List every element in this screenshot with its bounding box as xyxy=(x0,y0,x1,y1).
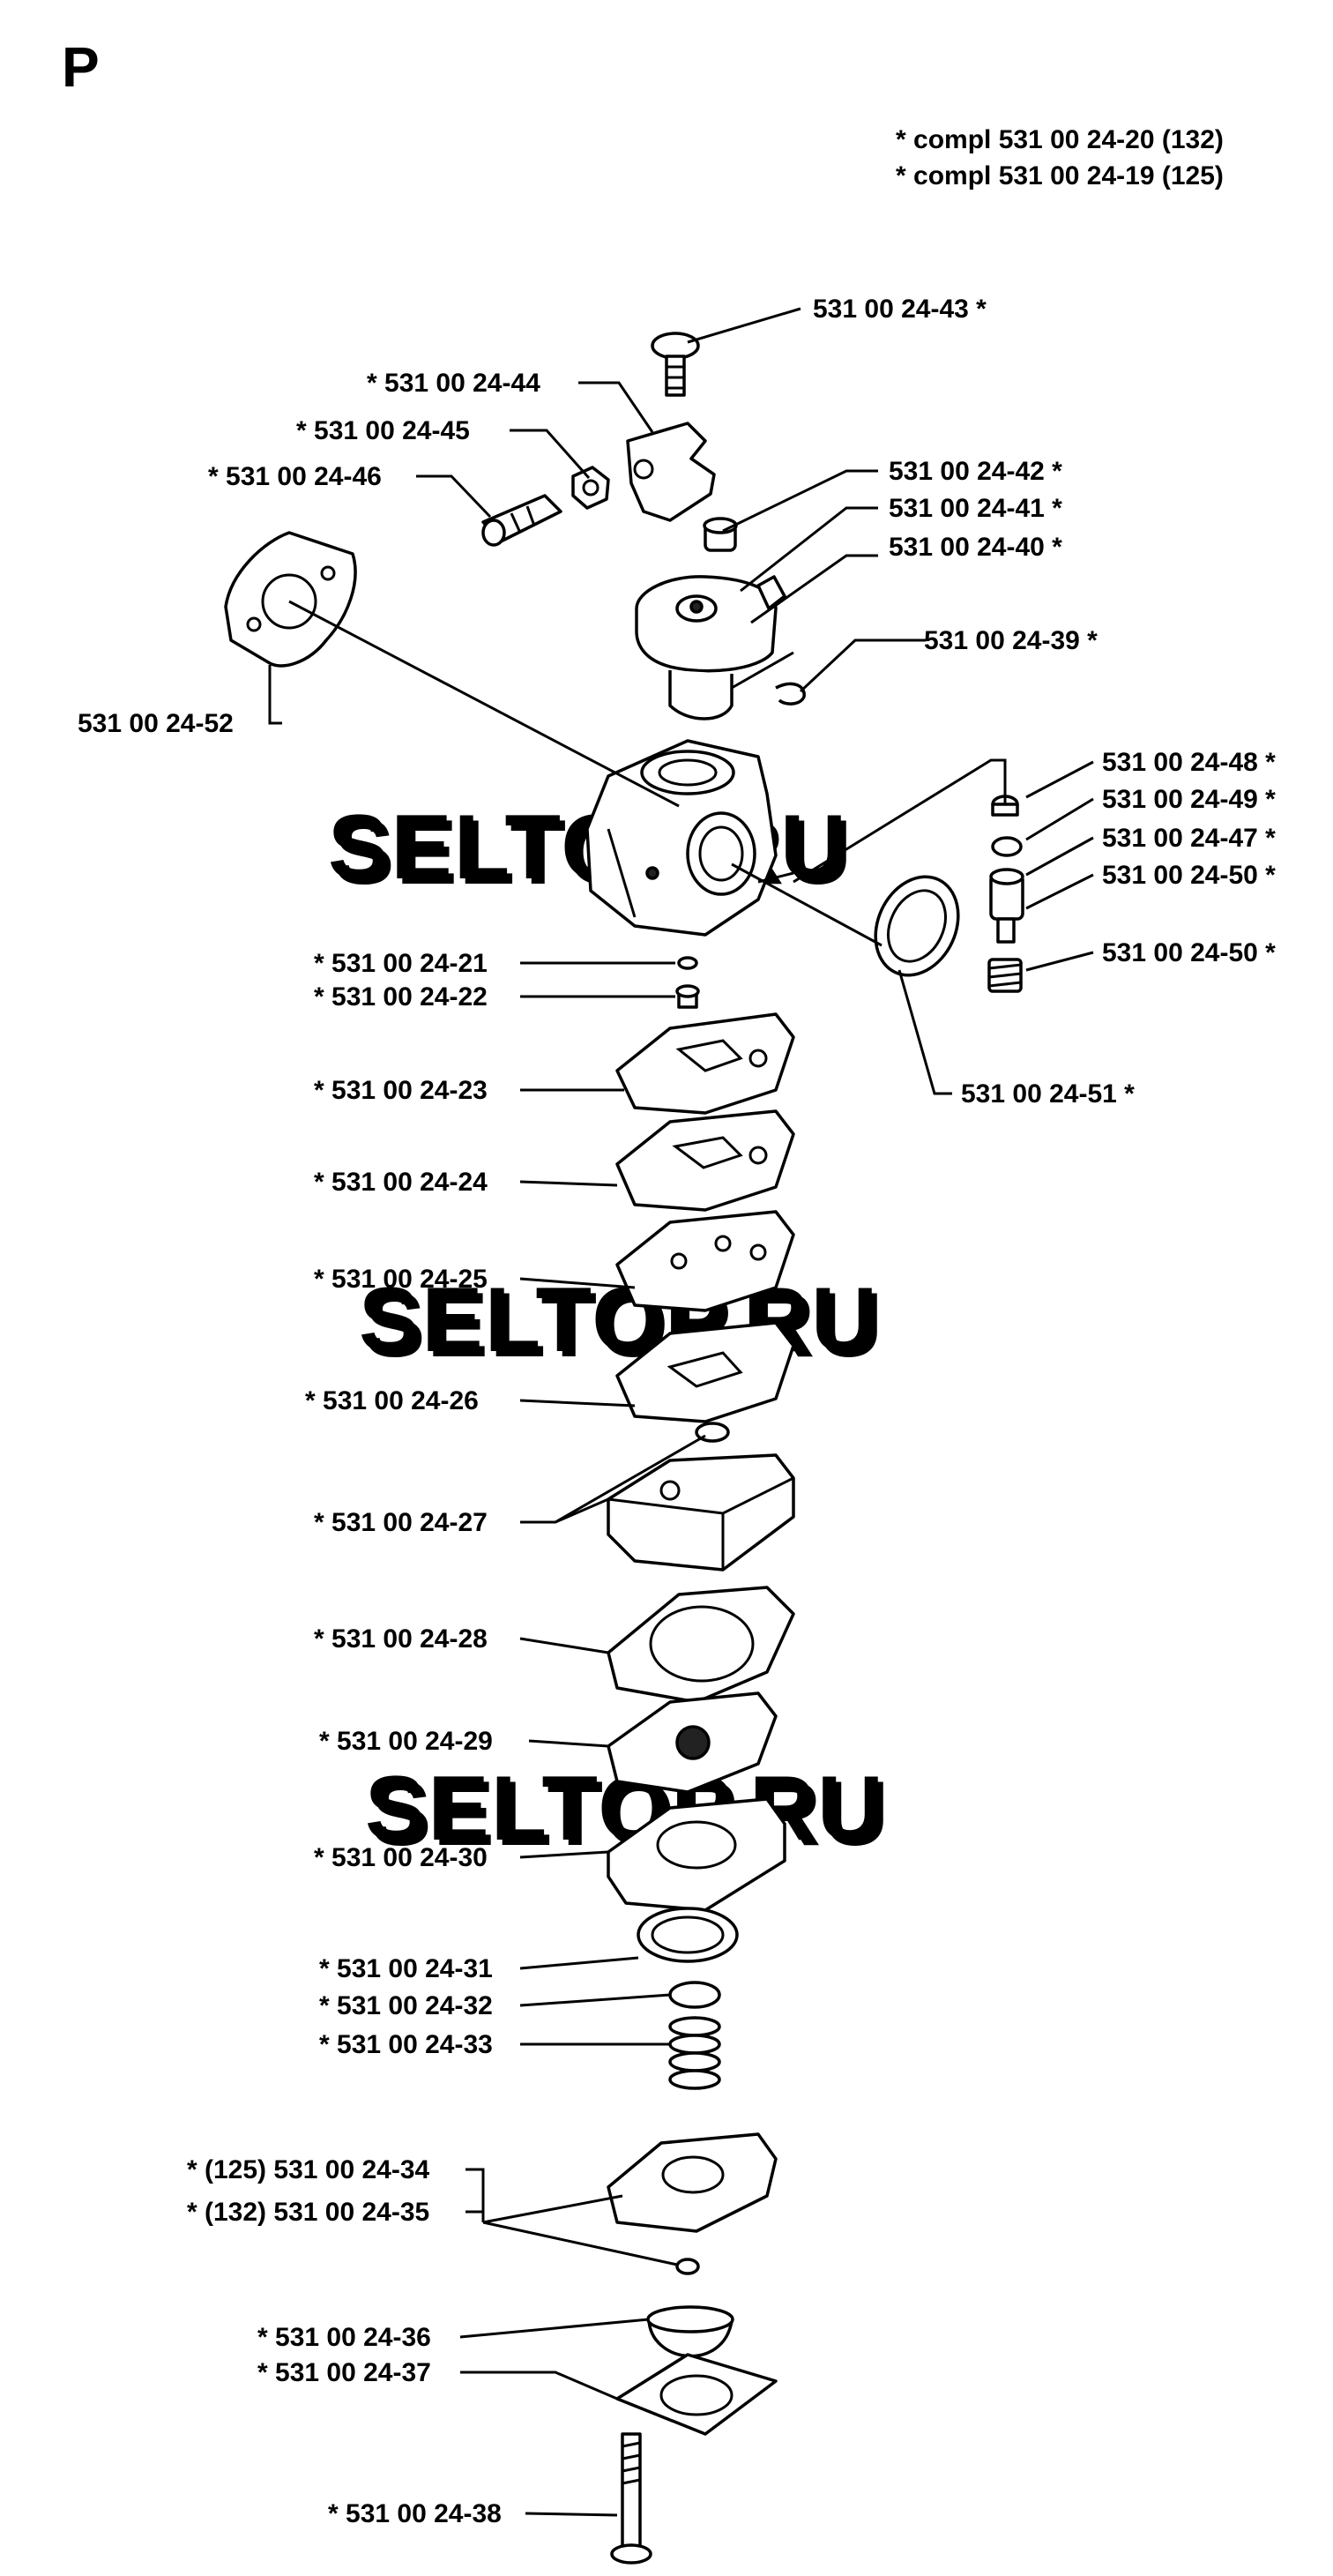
needle-47 xyxy=(989,868,1024,944)
nut-45 xyxy=(571,466,610,510)
pump-body-27 xyxy=(607,1422,795,1572)
label-531-00-24-24: * 531 00 24-24 xyxy=(314,1168,488,1197)
spring-33 xyxy=(668,2016,721,2090)
ring-32 xyxy=(668,1981,721,2009)
washer-21 xyxy=(677,956,698,970)
part-labels: 531 00 24-43 * * 531 00 24-44 * 531 00 2… xyxy=(78,295,1276,2528)
screw-38 xyxy=(610,2432,652,2565)
label-531-00-24-52: 531 00 24-52 xyxy=(78,709,234,738)
screw-43 xyxy=(651,332,700,397)
assembly-note-125: * compl 531 00 24-19 (125) xyxy=(896,161,1224,190)
label-531-00-24-25: * 531 00 24-25 xyxy=(314,1265,488,1294)
label-531-00-24-31: * 531 00 24-31 xyxy=(319,1954,493,1983)
gasket-28 xyxy=(607,1586,795,1704)
label-531-00-24-43: 531 00 24-43 * xyxy=(813,295,987,324)
primer-bulb-36 xyxy=(646,2305,734,2358)
label-531-00-24-36: * 531 00 24-36 xyxy=(257,2323,431,2352)
gasket-52 xyxy=(224,531,357,668)
section-letter: P xyxy=(62,35,100,99)
label-125-531-00-24-34: * (125) 531 00 24-34 xyxy=(187,2155,430,2184)
label-531-00-24-48: 531 00 24-48 * xyxy=(1102,748,1276,777)
diaphragm-31 xyxy=(637,1907,739,1963)
label-531-00-24-39: 531 00 24-39 * xyxy=(924,626,1098,655)
assembly-note-132: * compl 531 00 24-20 (132) xyxy=(896,125,1224,154)
flange-gasket-37 xyxy=(615,2353,778,2436)
label-531-00-24-38: * 531 00 24-38 xyxy=(328,2499,502,2528)
label-531-00-24-30: * 531 00 24-30 xyxy=(314,1843,488,1872)
label-531-00-24-27: * 531 00 24-27 xyxy=(314,1508,488,1537)
carburetor-body xyxy=(585,739,794,937)
label-531-00-24-40: 531 00 24-40 * xyxy=(889,533,1062,562)
spring-50 xyxy=(987,958,1023,993)
plug-22 xyxy=(675,984,700,1009)
label-531-00-24-32: * 531 00 24-32 xyxy=(319,1991,493,2020)
plate-25 xyxy=(615,1210,795,1312)
knob-42 xyxy=(703,517,738,552)
cover-30 xyxy=(607,1797,786,1912)
label-531-00-24-28: * 531 00 24-28 xyxy=(314,1624,488,1654)
leader-lines xyxy=(268,307,1094,2517)
label-531-00-24-37: * 531 00 24-37 xyxy=(257,2358,431,2387)
label-531-00-24-41: 531 00 24-41 * xyxy=(889,494,1062,523)
throttle-assembly-40-41 xyxy=(635,575,794,721)
pump-cover-34-35 xyxy=(607,2132,778,2275)
label-531-00-24-33: * 531 00 24-33 xyxy=(319,2030,493,2059)
label-531-00-24-50-a: 531 00 24-50 * xyxy=(1102,861,1276,890)
o-ring-49 xyxy=(991,836,1023,857)
label-531-00-24-50-b: 531 00 24-50 * xyxy=(1102,938,1276,967)
label-531-00-24-51: 531 00 24-51 * xyxy=(961,1079,1135,1109)
clip-39 xyxy=(775,682,806,706)
label-531-00-24-42: 531 00 24-42 * xyxy=(889,457,1062,486)
parts-drawing xyxy=(224,332,1024,2565)
label-531-00-24-49: 531 00 24-49 * xyxy=(1102,785,1276,814)
label-132-531-00-24-35: * (132) 531 00 24-35 xyxy=(187,2198,429,2227)
label-531-00-24-26: * 531 00 24-26 xyxy=(305,1386,479,1415)
bracket-44 xyxy=(626,422,716,522)
plate-23 xyxy=(615,1012,795,1115)
label-531-00-24-21: * 531 00 24-21 xyxy=(314,949,488,978)
gasket-26 xyxy=(615,1321,795,1423)
o-ring-51 xyxy=(874,875,960,977)
diaphragm-29 xyxy=(607,1691,778,1794)
adjusting-screw-46 xyxy=(481,494,562,547)
label-531-00-24-45: * 531 00 24-45 xyxy=(296,416,470,445)
label-531-00-24-44: * 531 00 24-44 xyxy=(367,369,540,398)
gasket-24 xyxy=(615,1109,795,1212)
label-531-00-24-29: * 531 00 24-29 xyxy=(319,1727,493,1756)
label-531-00-24-23: * 531 00 24-23 xyxy=(314,1076,488,1105)
svg-text:SELTOP.RU: SELTOP.RU xyxy=(364,1274,884,1377)
label-531-00-24-22: * 531 00 24-22 xyxy=(314,982,488,1012)
label-531-00-24-47: 531 00 24-47 * xyxy=(1102,824,1276,853)
label-531-00-24-46: * 531 00 24-46 xyxy=(208,462,382,491)
